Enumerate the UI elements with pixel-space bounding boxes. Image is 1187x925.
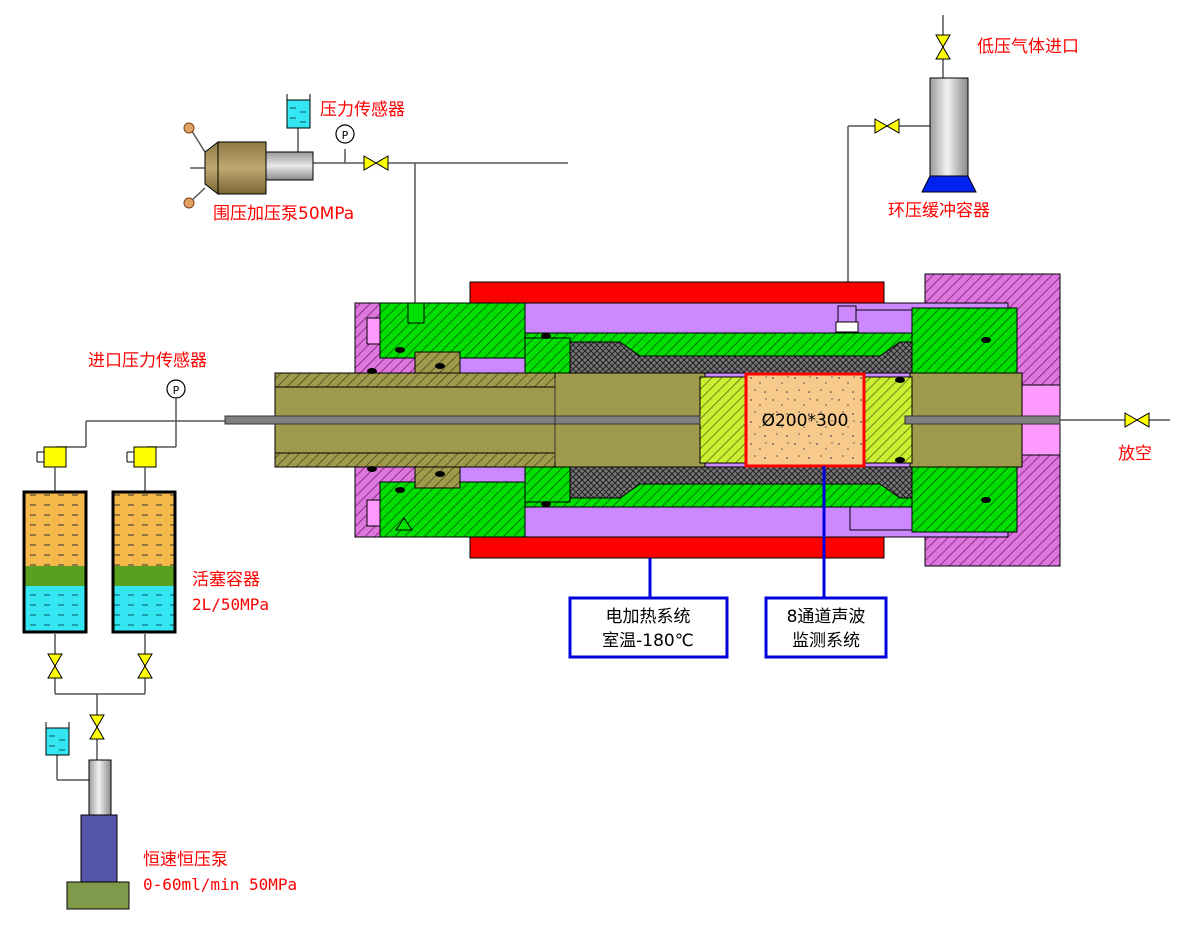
annular-buffer-label: 环压缓冲容器 [888,201,990,221]
valves [47,34,1150,740]
buffer-cylinder [929,77,969,177]
constant-pump-spec: 0-60ml/min 50MPa [143,875,297,894]
pressure-gauge-icon: P [335,124,355,144]
gauge-symbol: P [342,129,349,142]
core-sample [744,372,866,468]
constant-pump-label: 恒速恒压泵 [143,850,228,870]
o-ring [367,466,377,472]
heating-system-box: 电加热系统 室温-180℃ [568,596,729,659]
o-rings [367,333,991,507]
heating-box-line1: 电加热系统 [606,607,691,627]
piston-container-right [111,490,177,634]
o-ring [367,368,377,374]
fluid-oil [24,492,86,566]
sensor-block-icon [36,446,67,468]
o-ring [541,501,551,507]
left-plug-thread-bottom [274,452,561,468]
valve-icon[interactable] [874,118,900,134]
pressure-sensor-label: 压力传感器 [320,100,405,120]
fluid-reservoir-icon [286,94,311,129]
confining-fitting [407,302,425,324]
heater-jacket-top [469,281,885,305]
confining-pump-label: 围压加压泵50MPa [213,204,354,224]
piston-container-label: 活塞容器 [192,570,260,590]
o-ring [981,497,991,503]
gauge-symbol: P [173,384,180,397]
pump-handle-knob [183,122,195,134]
acoustic-box-line1: 8通道声波 [787,607,866,627]
heating-box-line2: 室温-180℃ [602,631,694,651]
gas-inlet-label: 低压气体进口 [977,37,1079,57]
pressure-gauge-icon: P [166,379,186,399]
piston-container-spec: 2L/50MPa [192,595,269,614]
buffer-base [921,175,977,193]
o-ring [981,337,991,343]
fluid-water [113,586,175,632]
fluid-water [24,586,86,632]
o-ring [395,487,405,493]
core-holder: Ø200*300 [224,273,1061,567]
valve-icon[interactable] [137,653,153,679]
pump-handle-knob [183,197,195,209]
right-seal-top [911,307,1018,375]
valve-icon[interactable] [1124,412,1150,428]
acoustic-monitor-box: 8通道声波 监测系统 [764,596,888,659]
pump-base [66,881,130,910]
pump-rod [88,759,112,816]
heater-jacket-bottom [469,535,885,559]
annular-fitting-nut [835,321,859,333]
o-ring [895,377,905,383]
pump-rod [265,151,314,181]
inlet-pressure-sensor-label: 进口压力传感器 [88,351,207,371]
bottom-fitting [395,517,413,531]
acoustic-box-line2: 监测系统 [792,631,860,651]
o-ring [435,363,445,369]
valve-icon[interactable] [363,155,389,171]
o-ring [395,347,405,353]
piston-container-left [22,490,88,634]
valve-icon[interactable] [935,34,951,60]
confining-pump: 围压加压泵50MPa [183,122,354,224]
piston [113,566,175,586]
sensor-block-icon [126,446,157,468]
left-sleeve-collar-top [524,337,571,374]
pump-motor [80,814,118,883]
pump-cylinder [217,141,267,195]
o-ring [895,457,905,463]
left-plug-thread-top [274,372,561,388]
pump-head [204,140,219,196]
annular-fitting [837,305,857,325]
left-distributor [699,376,749,464]
outlet-bore [904,415,1061,425]
valve-icon[interactable] [47,653,63,679]
valve-icon[interactable] [89,714,105,740]
o-ring [541,333,551,339]
vent-label: 放空 [1118,444,1152,464]
left-plug-collar-bottom [414,466,461,489]
left-sleeve-collar-bottom [524,466,571,503]
o-ring [435,471,445,477]
left-plug-collar-top [414,351,461,374]
constant-pump [66,759,130,910]
piston [24,566,86,586]
core-sample-size: Ø200*300 [762,411,849,431]
fluid-reservoir-icon [45,722,70,756]
annular-buffer-container [921,77,977,193]
right-seal-bottom [911,465,1018,533]
inlet-bore [224,415,701,425]
fluid-oil [113,492,175,566]
